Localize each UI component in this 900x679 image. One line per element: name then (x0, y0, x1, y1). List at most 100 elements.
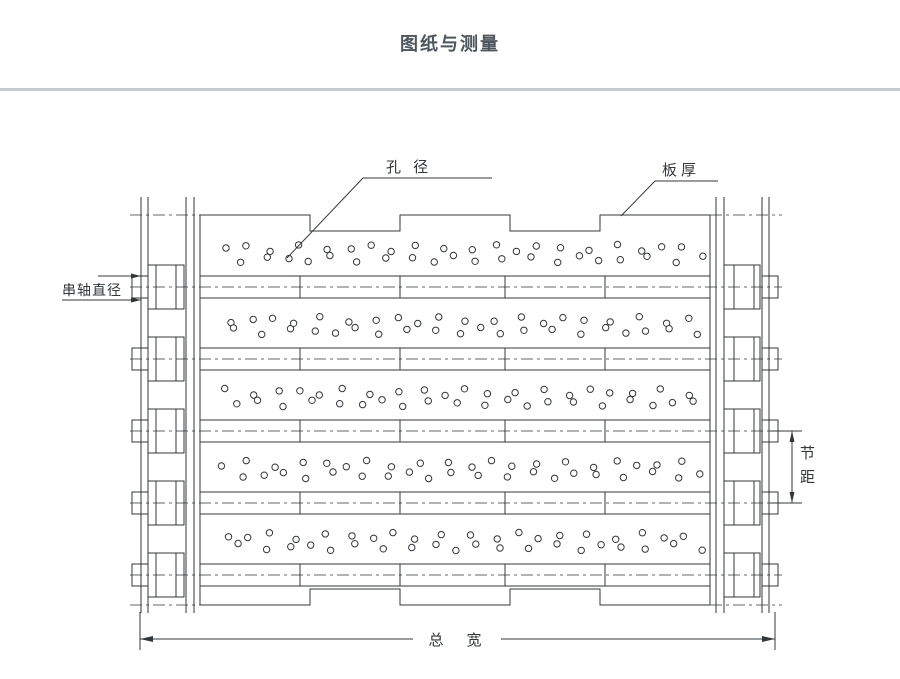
hole (262, 545, 271, 554)
chain-roller-inner (733, 264, 755, 310)
hole (279, 402, 287, 411)
hole (635, 313, 643, 321)
hole (394, 313, 403, 322)
hole (351, 540, 359, 548)
hole (657, 243, 666, 251)
hole (498, 255, 506, 263)
pitch-arrow-top (789, 431, 795, 442)
page-title: 图纸与测量 (400, 34, 500, 54)
hole (326, 546, 335, 554)
hole (244, 533, 252, 542)
hole (441, 391, 449, 400)
hole (490, 317, 498, 325)
hole (511, 388, 519, 397)
hole (617, 543, 625, 551)
hole (517, 313, 526, 321)
hole (696, 470, 704, 478)
hole (577, 546, 585, 555)
plate-top-edge (200, 214, 710, 232)
hole (597, 541, 605, 549)
hole (527, 253, 535, 261)
hole (217, 462, 226, 470)
hole (641, 545, 649, 553)
right-chain (715, 197, 779, 613)
hole (481, 401, 489, 409)
hole (613, 457, 621, 465)
hole (294, 241, 303, 249)
hole (461, 317, 469, 325)
hole (496, 544, 504, 552)
hole (452, 546, 460, 555)
hole (589, 463, 598, 472)
hole (554, 258, 562, 267)
hole (287, 543, 295, 551)
hole (638, 247, 646, 255)
hole (411, 241, 419, 250)
hole (408, 254, 417, 262)
chain-roller-inner (155, 480, 177, 526)
chain-roller-inner (733, 408, 755, 454)
plate-bottom-edge (200, 588, 710, 606)
hole (698, 546, 706, 554)
hole (529, 468, 538, 476)
hole (242, 456, 250, 465)
hole (649, 401, 657, 410)
hole (616, 256, 624, 264)
hole (326, 251, 334, 260)
total-width-label-bg (413, 628, 501, 648)
hole (550, 474, 559, 482)
chain-roller-inner (155, 552, 177, 598)
hole (378, 396, 386, 404)
hole (672, 258, 680, 267)
hole (679, 532, 687, 540)
hole (453, 399, 461, 407)
hole (602, 323, 610, 332)
hole (677, 243, 686, 251)
hole (323, 245, 331, 254)
plate-outline (199, 214, 711, 606)
label-plate-thickness: 板厚 (662, 161, 700, 179)
hole (660, 534, 668, 542)
hole (622, 329, 630, 337)
hole (570, 469, 578, 477)
hole (585, 246, 593, 255)
hole (524, 544, 533, 553)
hole (544, 398, 552, 406)
hole (249, 315, 257, 324)
hole (539, 319, 548, 328)
hole (384, 472, 392, 480)
hole (229, 324, 238, 332)
hole (286, 325, 295, 333)
hole (668, 398, 677, 407)
label-hole-diameter: 孔 径 (386, 159, 432, 176)
hole (641, 327, 650, 335)
hole (468, 463, 476, 471)
hole (424, 397, 432, 405)
hole (222, 244, 230, 252)
hole (268, 314, 277, 322)
chain-roller-inner (155, 408, 177, 454)
hole (532, 460, 541, 468)
hole (382, 254, 390, 262)
axle-stub (131, 563, 149, 587)
hole (352, 258, 361, 266)
hole (271, 463, 279, 471)
hole (699, 252, 707, 260)
hole (263, 253, 271, 261)
hole (420, 386, 429, 394)
hole (342, 463, 350, 471)
hole (347, 245, 355, 253)
hole (315, 391, 323, 399)
hole (440, 244, 448, 253)
hole (336, 400, 344, 408)
hole (471, 257, 479, 265)
hole (387, 247, 395, 256)
pitch-arrow-bottom (789, 492, 795, 503)
hole (435, 313, 443, 321)
axle-stub (131, 347, 149, 371)
hole (693, 330, 701, 339)
hole (432, 540, 440, 549)
hole (331, 329, 340, 337)
